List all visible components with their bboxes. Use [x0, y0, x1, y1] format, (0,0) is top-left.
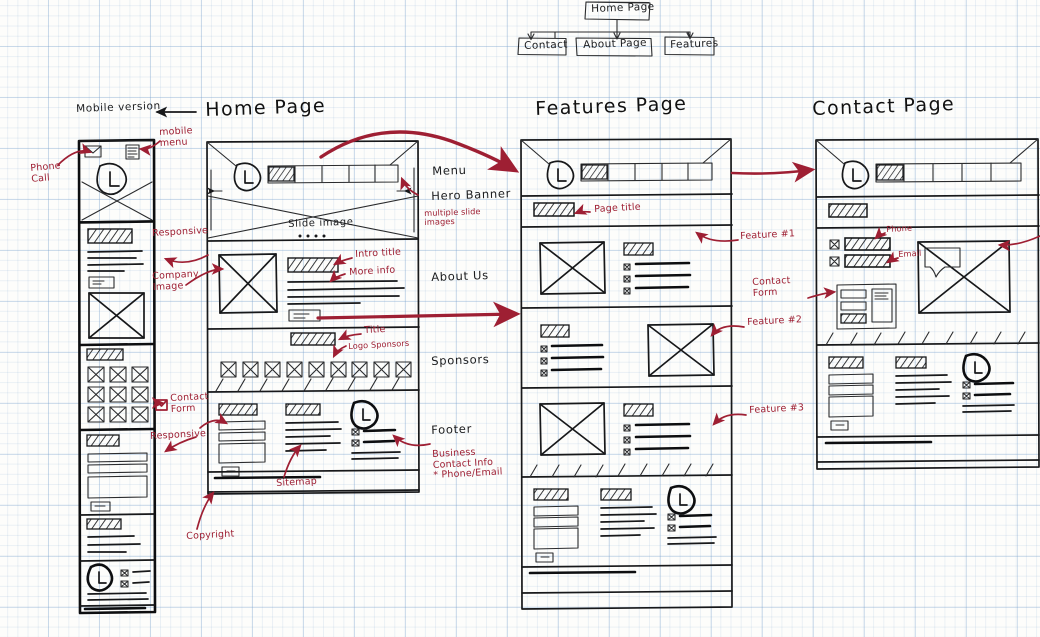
- sitemap-node-contact: Contact: [523, 38, 569, 52]
- section-label-about: About Us: [430, 267, 490, 284]
- section-label-sponsors: Sponsors: [430, 351, 490, 368]
- section-label-menu: Menu: [431, 162, 467, 178]
- annotation-business-contact: Business Contact Info * Phone/Email: [431, 446, 503, 482]
- annotation-contact-form-mobile: Contact Form: [169, 390, 209, 415]
- section-label-footer: Footer: [430, 421, 473, 437]
- red-annotation-arrows: [57, 106, 1040, 530]
- annotation-mobile-menu: mobile menu: [158, 125, 193, 149]
- features-page-wireframe-strokes: [520, 138, 733, 610]
- annotation-email: Email: [897, 247, 922, 259]
- sitemap-node-home: Home Page: [590, 0, 655, 15]
- home-page-wireframe-strokes: [206, 140, 420, 495]
- annotation-contact-form-page: Contact Form: [751, 274, 791, 299]
- annotation-phone: Phone: [885, 222, 913, 234]
- sitemap-diagram: [517, 1, 715, 57]
- annotation-company-image: Company Image: [151, 268, 200, 293]
- mobile-wireframe-strokes: [77, 138, 157, 615]
- annotation-phone-call: Phone Call: [29, 160, 62, 185]
- sitemap-node-features: Features: [669, 37, 719, 51]
- contact-page-wireframe-strokes: [815, 138, 1040, 470]
- annotation-sitemap: Sitemap: [275, 475, 318, 489]
- sitemap-node-about: About Page: [582, 36, 648, 51]
- hero-subnote: multiple slide images: [423, 206, 481, 228]
- annotation-sponsors-title: Title: [363, 323, 386, 336]
- page-title-home: Home Page: [204, 94, 327, 121]
- section-label-hero: Hero Banner: [430, 186, 512, 203]
- hero-slide-image-label: Slide image: [288, 216, 354, 230]
